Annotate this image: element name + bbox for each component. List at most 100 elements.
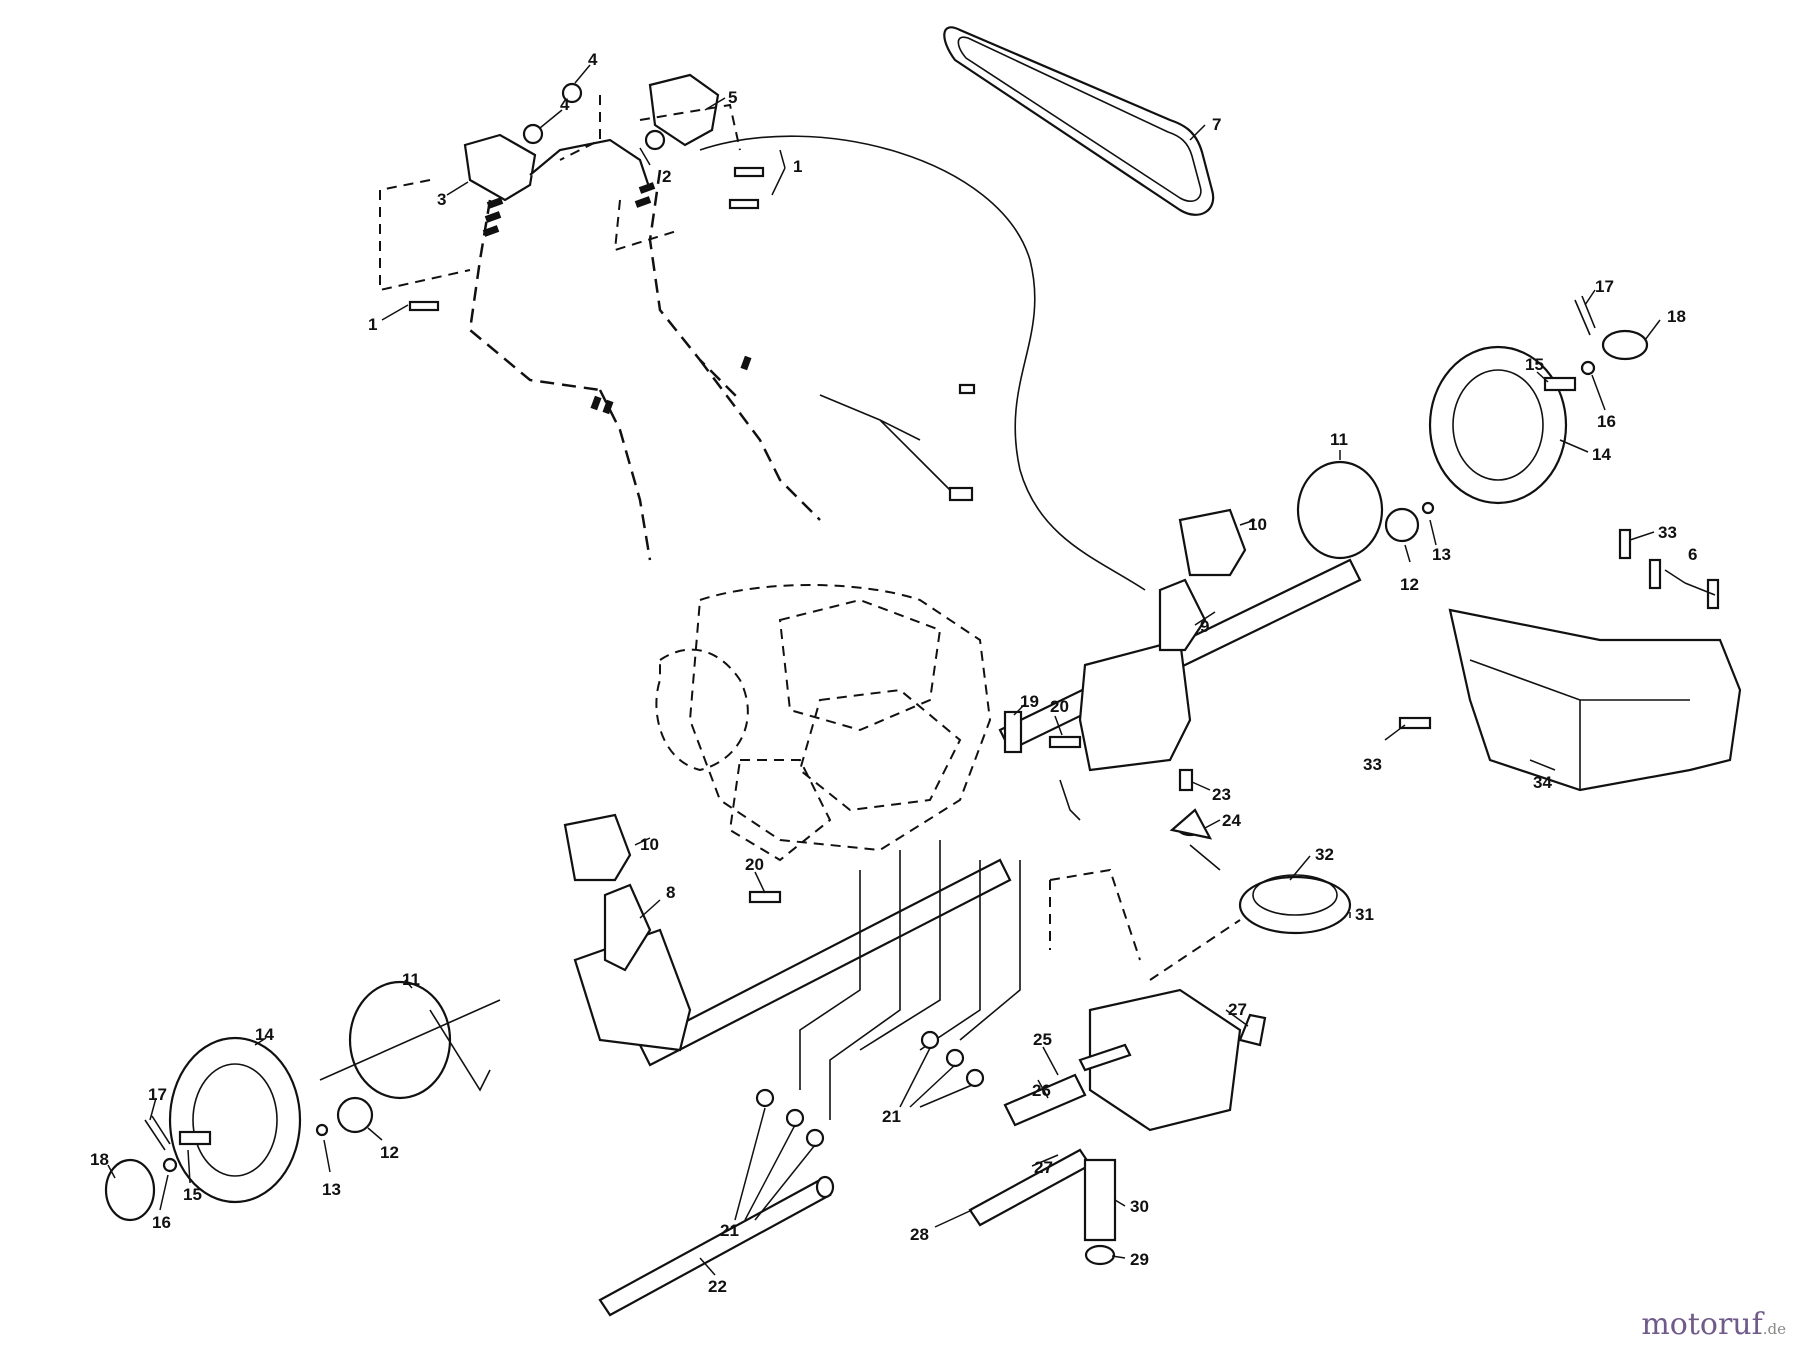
right-wheel-assembly (998, 295, 1649, 772)
nut (561, 82, 583, 104)
callout-29: 29 (1130, 1250, 1149, 1269)
spring-30 (1083, 1158, 1117, 1242)
control-bail (529, 138, 652, 191)
nut-29 (1084, 1244, 1116, 1266)
callout-24: 24 (1222, 811, 1241, 830)
drive-belt (943, 26, 1215, 216)
callout-10-left: 10 (640, 835, 659, 854)
bolt (728, 198, 760, 210)
watermark: motoruf.de (1641, 1307, 1786, 1342)
callout-17-right: 17 (1595, 277, 1614, 296)
callout-12-right: 12 (1400, 575, 1419, 594)
washer (162, 1157, 178, 1173)
wire-connector (948, 486, 974, 502)
callout-34: 34 (1533, 773, 1552, 792)
adjuster-lever-left (603, 883, 652, 972)
bolt (408, 300, 440, 312)
callout-28: 28 (910, 1225, 929, 1244)
control-housing-right (648, 73, 720, 147)
adjuster-knob-left (563, 813, 632, 882)
hairpin-clip-right (1574, 295, 1596, 336)
callout-15-left: 15 (183, 1185, 202, 1204)
callout-18-left: 18 (90, 1150, 109, 1169)
adjuster-lever-right (1158, 578, 1207, 652)
callout-30: 30 (1130, 1197, 1149, 1216)
callout-1-right: 1 (793, 157, 802, 176)
wire-connector (958, 383, 976, 395)
hex-nut (755, 1088, 775, 1108)
bolt (1398, 716, 1432, 730)
callout-23: 23 (1212, 785, 1231, 804)
rear-axle-lower (638, 858, 1012, 1067)
hex-nut (945, 1048, 965, 1068)
callout-16-right: 16 (1597, 412, 1616, 431)
callout-5: 5 (728, 88, 737, 107)
callout-12-left: 12 (380, 1143, 399, 1162)
wheel-left (168, 1036, 302, 1204)
callout-14-left: 14 (255, 1025, 274, 1044)
bolt (1648, 558, 1662, 590)
engine-ghost-outline (655, 584, 992, 862)
callout-3: 3 (437, 190, 446, 209)
hub-cap-left (104, 1158, 156, 1222)
bolt (733, 166, 765, 178)
adjuster-knob-right (1178, 508, 1247, 577)
callout-13-left: 13 (322, 1180, 341, 1199)
callout-7: 7 (1212, 115, 1221, 134)
control-cable (699, 135, 1146, 591)
callout-13-right: 13 (1432, 545, 1451, 564)
gear-left (336, 1096, 374, 1134)
callout-27-upper: 27 (1228, 1000, 1247, 1019)
watermark-suffix: .de (1762, 1320, 1786, 1338)
control-housing-left (463, 133, 537, 202)
leader-lines (107, 64, 1716, 1276)
callout-21-left: 21 (720, 1221, 739, 1240)
hub-cap-right (1601, 329, 1649, 361)
transmission-assembly (968, 768, 1352, 1266)
callout-33-upper: 33 (1658, 523, 1677, 542)
carriage-bolt (1003, 710, 1023, 754)
callout-8: 8 (666, 883, 675, 902)
callout-33-lower: 33 (1363, 755, 1382, 774)
spring-25 (1003, 1073, 1087, 1127)
callout-26: 26 (1032, 1081, 1051, 1100)
axle-bolt-right (1543, 376, 1577, 392)
callout-17-left: 17 (148, 1085, 167, 1104)
callout-4-top: 4 (588, 50, 598, 69)
callout-25: 25 (1033, 1030, 1052, 1049)
callout-labels: 1 1 2 3 4 4 5 6 7 8 9 10 10 11 11 12 12 … (90, 50, 1697, 1296)
watermark-brand: motoruf (1641, 1307, 1763, 1342)
washer (315, 1123, 329, 1137)
gear-case (1088, 988, 1242, 1132)
left-wheel-assembly (104, 813, 1012, 1222)
callout-21-right: 21 (882, 1107, 901, 1126)
callout-4-mid: 4 (560, 95, 570, 114)
bolt (1048, 735, 1082, 749)
height-adjuster-plate-right (1078, 638, 1192, 772)
axle-bolt-left (178, 1130, 212, 1146)
callout-20-right: 20 (1050, 697, 1069, 716)
callout-10-right: 10 (1248, 515, 1267, 534)
callout-32: 32 (1315, 845, 1334, 864)
wheel-hub-cover-left (348, 980, 452, 1100)
wheel-right (1428, 345, 1568, 505)
discharge-chute (1398, 528, 1742, 792)
callout-1-left: 1 (368, 315, 377, 334)
callout-15-right: 15 (1525, 355, 1544, 374)
callout-16-left: 16 (152, 1213, 171, 1232)
bolt (748, 890, 782, 904)
drive-pulley (1238, 875, 1352, 935)
callout-2: 2 (662, 167, 671, 186)
callout-19: 19 (1020, 692, 1039, 711)
gear-right (1384, 507, 1420, 543)
upper-handle-assembly (379, 73, 976, 561)
callout-20-left: 20 (745, 855, 764, 874)
washer (1580, 360, 1596, 376)
callout-11-left: 11 (402, 970, 420, 989)
front-hardware (598, 710, 1082, 1317)
nut (522, 123, 544, 145)
nut (644, 129, 666, 151)
wheel-hub-cover-right (1296, 460, 1384, 560)
hex-nut (805, 1128, 825, 1148)
